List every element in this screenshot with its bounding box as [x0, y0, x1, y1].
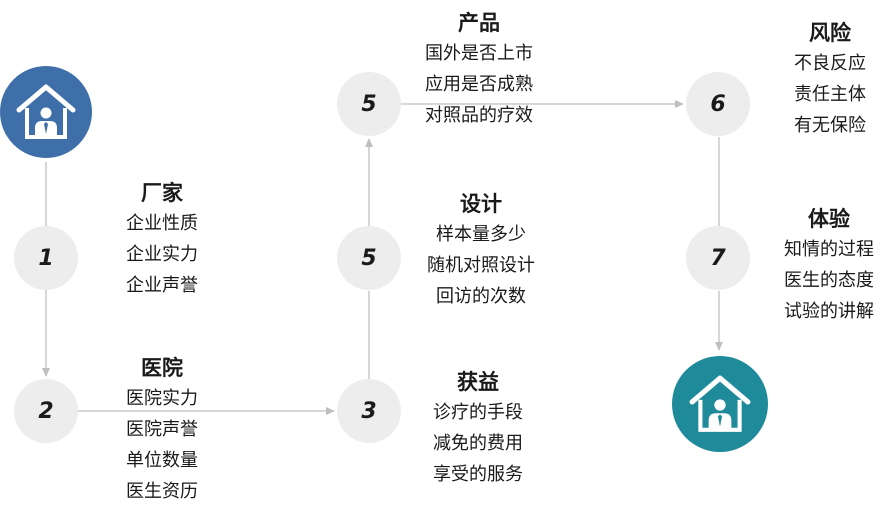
block-manufacturer: 厂家 企业性质 企业实力 企业声誉	[102, 178, 222, 301]
block-line: 医生资历	[126, 481, 198, 502]
block-line: 企业声誉	[126, 275, 198, 296]
block-benefit: 获益 诊疗的手段 减免的费用 享受的服务	[408, 367, 548, 490]
block-line: 国外是否上市	[425, 43, 533, 64]
block-line: 回访的次数	[436, 286, 526, 307]
block-line: 对照品的疗效	[425, 105, 533, 126]
block-title: 医院	[141, 356, 183, 380]
block-line: 有无保险	[794, 115, 866, 136]
block-line: 单位数量	[126, 450, 198, 471]
block-line: 不良反应	[794, 53, 866, 74]
block-line: 企业实力	[126, 244, 198, 265]
block-line: 诊疗的手段	[433, 402, 523, 423]
block-title: 风险	[809, 21, 851, 45]
block-line: 医院实力	[126, 388, 198, 409]
block-risk: 风险 不良反应 责任主体 有无保险	[770, 18, 890, 141]
block-title: 厂家	[141, 181, 183, 205]
step-node-5-middle: 5	[337, 226, 401, 290]
block-hospital: 医院 医院实力 医院声誉 单位数量 医生资历	[102, 353, 222, 507]
step-node-1: 1	[14, 226, 78, 290]
block-line: 知情的过程	[784, 239, 874, 260]
step-node-7: 7	[686, 226, 750, 290]
house-person-icon	[16, 84, 76, 139]
block-experience: 体验 知情的过程 医生的态度 试验的讲解	[768, 204, 890, 327]
step-node-6: 6	[686, 72, 750, 136]
block-line: 减免的费用	[433, 433, 523, 454]
start-house	[0, 66, 92, 158]
block-line: 样本量多少	[436, 224, 526, 245]
block-title: 产品	[458, 11, 500, 35]
block-product: 产品 国外是否上市 应用是否成熟 对照品的疗效	[404, 8, 554, 131]
block-title: 获益	[457, 370, 499, 394]
block-line: 医生的态度	[784, 270, 874, 291]
block-line: 应用是否成熟	[425, 74, 533, 95]
block-design: 设计 样本量多少 随机对照设计 回访的次数	[406, 189, 556, 312]
block-line: 责任主体	[794, 84, 866, 105]
block-title: 体验	[808, 207, 850, 231]
house-person-icon	[689, 375, 751, 432]
block-line: 随机对照设计	[427, 255, 535, 276]
block-line: 享受的服务	[433, 464, 523, 485]
block-title: 设计	[460, 192, 502, 216]
step-node-2: 2	[14, 379, 78, 443]
step-node-3: 3	[337, 379, 401, 443]
block-line: 试验的讲解	[784, 301, 874, 322]
step-node-5-top: 5	[337, 72, 401, 136]
block-line: 企业性质	[126, 213, 198, 234]
end-house	[672, 356, 768, 452]
block-line: 医院声誉	[126, 419, 198, 440]
